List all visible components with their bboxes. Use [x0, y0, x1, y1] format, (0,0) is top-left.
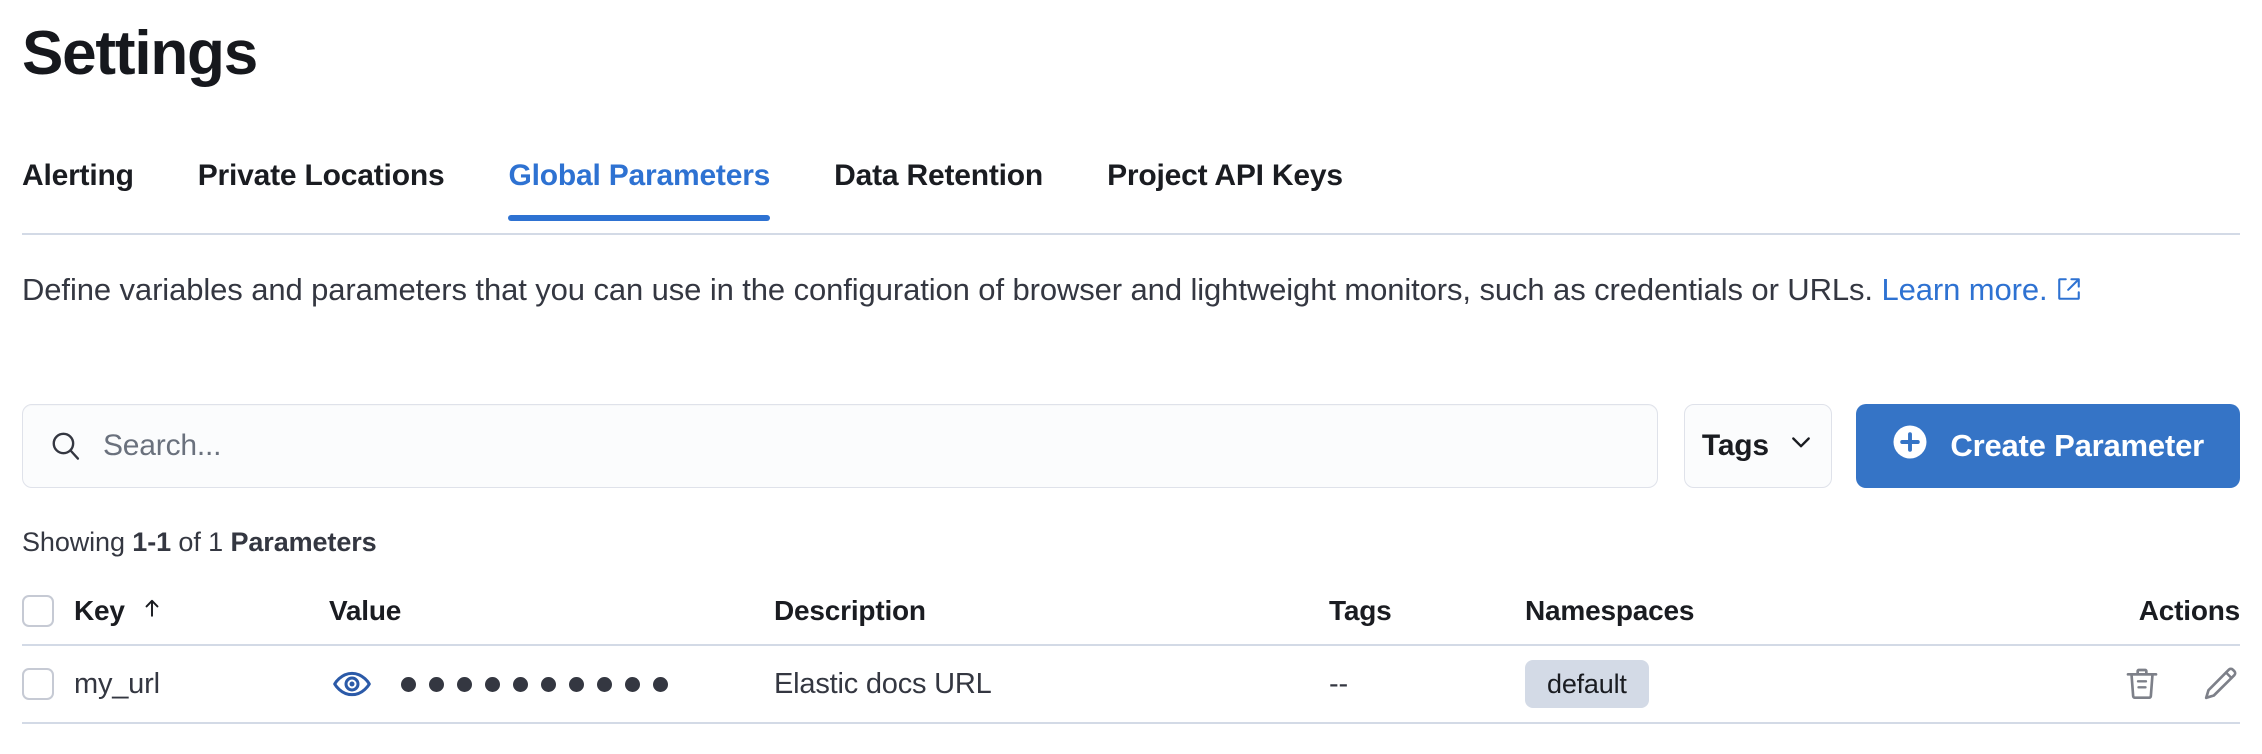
cell-actions	[2040, 664, 2240, 704]
column-header-description[interactable]: Description	[774, 595, 1329, 627]
showing-range: 1-1	[132, 527, 172, 557]
mask-dot	[457, 676, 472, 692]
column-header-namespaces[interactable]: Namespaces	[1525, 595, 2040, 627]
table-header-row: Key Value Description Tags Namespaces	[22, 578, 2240, 646]
parameters-table: Key Value Description Tags Namespaces	[22, 578, 2240, 724]
row-select-cell	[22, 668, 74, 700]
mask-dot	[625, 676, 640, 692]
external-link-icon	[2056, 270, 2082, 315]
mask-dot	[569, 676, 584, 692]
namespace-badge: default	[1525, 660, 1649, 708]
create-parameter-button[interactable]: Create Parameter	[1856, 404, 2240, 488]
column-header-value[interactable]: Value	[329, 595, 774, 627]
mask-dot	[429, 676, 444, 692]
column-header-key-label: Key	[74, 595, 125, 626]
chevron-down-icon	[1787, 428, 1815, 464]
learn-more-link[interactable]: Learn more.	[1881, 272, 2047, 307]
column-header-value-label: Value	[329, 595, 402, 626]
column-header-tags-label: Tags	[1329, 595, 1392, 626]
masked-value-dots	[401, 676, 668, 692]
page-description: Define variables and parameters that you…	[22, 268, 2202, 315]
select-all-cell	[22, 595, 74, 627]
tab-private-locations[interactable]: Private Locations	[197, 159, 445, 192]
tab-alerting[interactable]: Alerting	[22, 159, 134, 192]
tags-filter-button[interactable]: Tags	[1684, 404, 1833, 488]
learn-more-label: Learn more.	[1881, 272, 2048, 307]
showing-total: 1	[208, 527, 224, 557]
column-header-actions: Actions	[2040, 595, 2240, 627]
tab-data-retention[interactable]: Data Retention	[834, 159, 1044, 192]
tab-global-parameters[interactable]: Global Parameters	[508, 155, 770, 221]
pencil-icon[interactable]	[2200, 664, 2240, 704]
search-input[interactable]	[103, 429, 1632, 463]
showing-of: of	[171, 527, 209, 557]
mask-dot	[401, 676, 416, 692]
trash-icon[interactable]	[2122, 664, 2162, 704]
search-icon	[49, 429, 83, 463]
column-header-namespaces-label: Namespaces	[1525, 595, 1695, 626]
search-box[interactable]	[22, 404, 1659, 488]
tags-filter-label: Tags	[1701, 429, 1769, 462]
table-row: my_url	[22, 646, 2240, 724]
select-all-checkbox[interactable]	[22, 595, 54, 627]
description-text: Define variables and parameters that you…	[22, 272, 1882, 307]
tab-project-api-keys[interactable]: Project API Keys	[1107, 159, 1343, 192]
column-header-description-label: Description	[774, 595, 926, 626]
mask-dot	[653, 676, 668, 692]
mask-dot	[541, 676, 556, 692]
column-header-key[interactable]: Key	[74, 595, 329, 628]
column-header-actions-label: Actions	[2138, 595, 2240, 626]
mask-dot	[513, 676, 528, 692]
page-title: Settings	[22, 19, 258, 88]
cell-key: my_url	[74, 667, 160, 700]
cell-description: Elastic docs URL	[774, 667, 992, 700]
column-header-tags[interactable]: Tags	[1329, 595, 1525, 627]
create-parameter-label: Create Parameter	[1950, 428, 2204, 463]
cell-namespaces: default	[1525, 660, 2040, 708]
cell-value	[329, 661, 774, 707]
showing-entity: Parameters	[223, 527, 377, 557]
mask-dot	[597, 676, 612, 692]
cell-tags: --	[1329, 667, 1348, 700]
mask-dot	[485, 676, 500, 692]
settings-tabs: Alerting Private Locations Global Parame…	[22, 155, 2240, 235]
row-select-checkbox[interactable]	[22, 668, 54, 700]
plus-circle-icon	[1892, 424, 1928, 468]
eye-icon[interactable]	[329, 661, 375, 707]
toolbar: Tags Create Parameter	[22, 404, 2240, 488]
showing-prefix: Showing	[22, 527, 133, 557]
sort-ascending-arrow-icon	[139, 595, 165, 628]
results-count: Showing 1-1 of 1 Parameters	[22, 527, 377, 558]
